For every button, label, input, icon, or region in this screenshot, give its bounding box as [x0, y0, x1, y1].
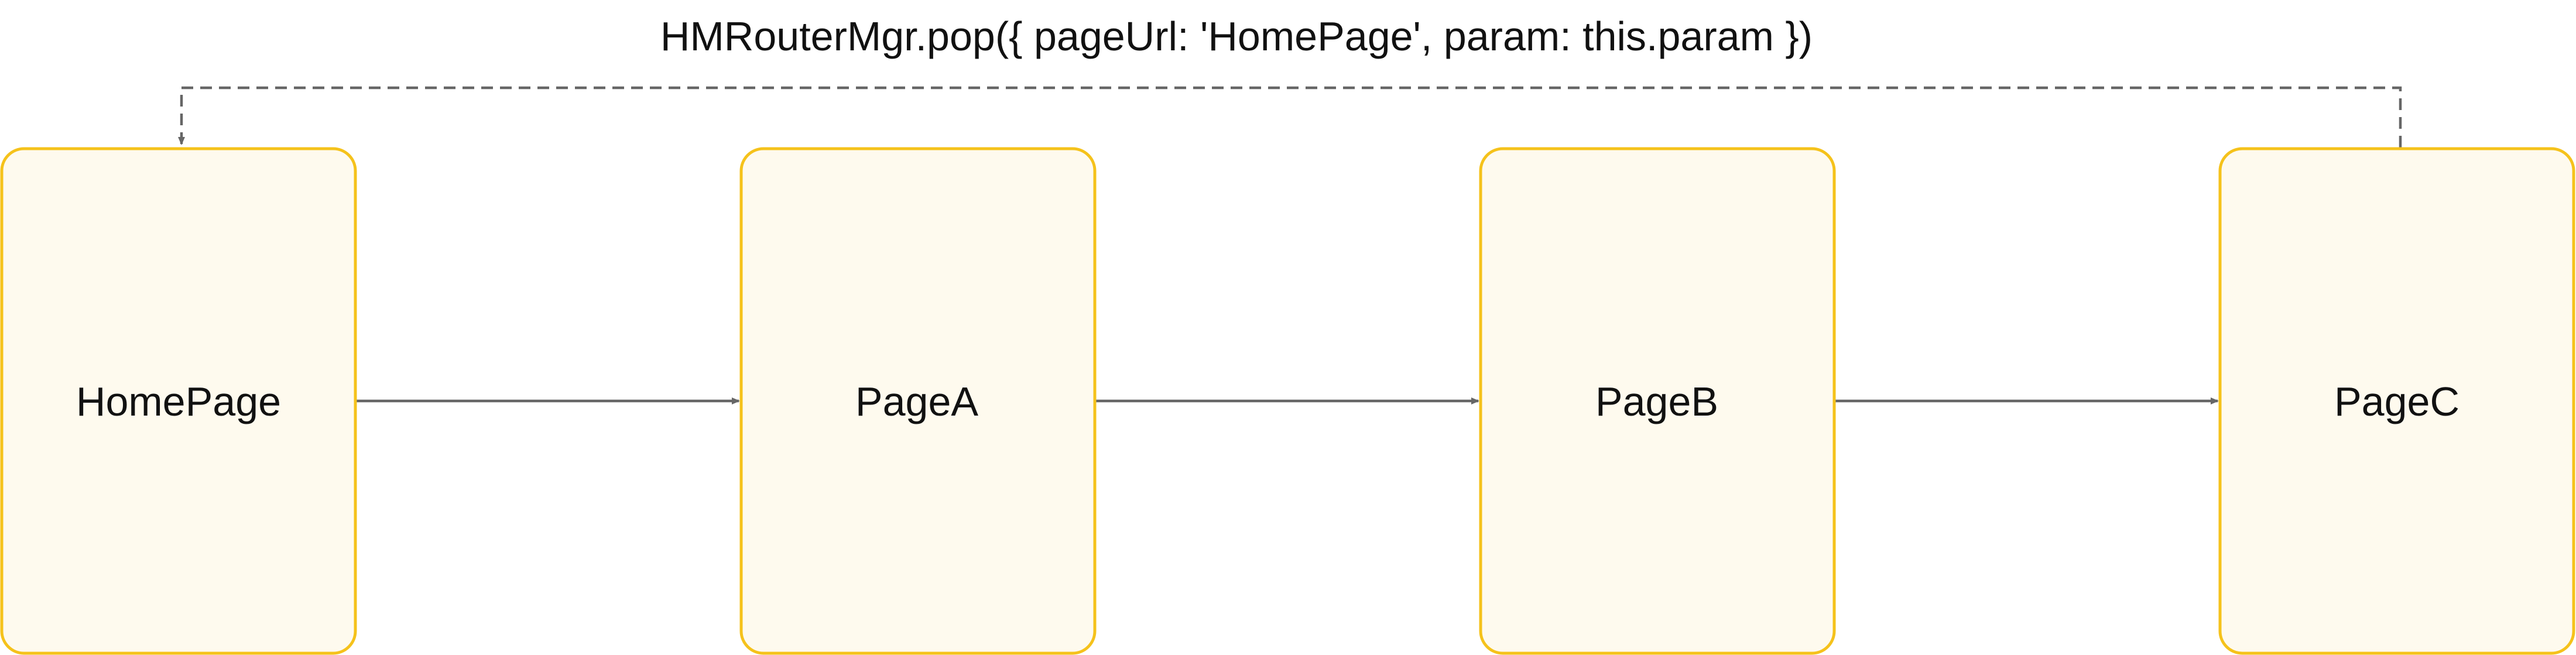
page-box-pagea: PageA: [739, 147, 1097, 655]
page-box-pagea-frame: [739, 147, 1097, 655]
page-label-pageb: PageB: [1595, 379, 1718, 424]
page-box-homepage-frame: [0, 147, 357, 655]
page-label-pagec: PageC: [2334, 379, 2459, 424]
pop-call-caption: HMRouterMgr.pop({ pageUrl: 'HomePage', p…: [660, 13, 1813, 59]
page-box-pageb: PageB: [1479, 147, 1836, 655]
page-box-pageb-frame: [1479, 147, 1836, 655]
page-label-homepage: HomePage: [76, 379, 281, 424]
page-box-pagec: PageC: [2218, 147, 2575, 655]
return-arrow-pagec-to-homepage: [178, 86, 2402, 148]
page-box-pagec-frame: [2218, 147, 2575, 655]
page-label-pagea: PageA: [855, 379, 978, 424]
page-box-homepage: HomePage: [0, 147, 357, 655]
